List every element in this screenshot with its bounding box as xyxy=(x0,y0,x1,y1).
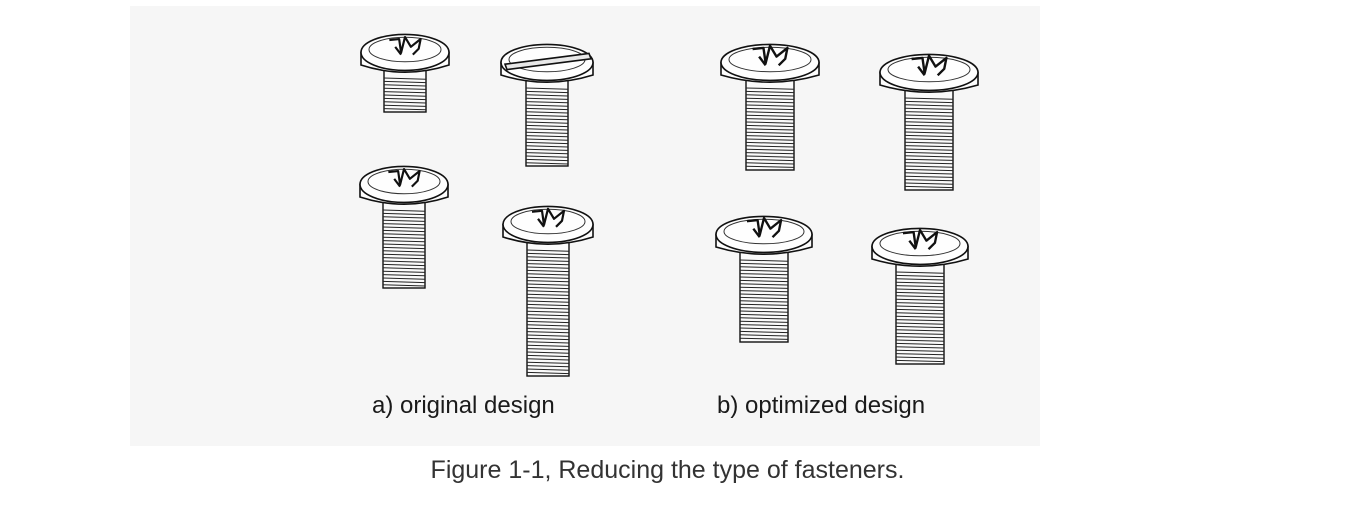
screw-shank xyxy=(895,251,945,365)
screw-thread xyxy=(382,209,426,287)
original-screw-3 xyxy=(359,165,449,289)
optimized-screw-1 xyxy=(720,43,820,171)
screw-head-top xyxy=(360,33,450,72)
screw-thread xyxy=(745,87,795,168)
screw-thread xyxy=(525,87,569,165)
screw-head-top xyxy=(359,165,449,204)
panel-a-label: a) original design xyxy=(372,392,555,419)
optimized-screw-3 xyxy=(715,215,813,343)
original-screw-1 xyxy=(360,33,450,113)
screw-shank xyxy=(526,229,570,377)
screw-thread xyxy=(739,259,789,340)
figure-caption: Figure 1-1, Reducing the type of fastene… xyxy=(430,456,905,484)
straight-slot-icon xyxy=(503,52,593,71)
panel-b-label: b) optimized design xyxy=(717,392,926,419)
optimized-screw-2 xyxy=(879,53,979,191)
screw-head-top xyxy=(720,43,820,82)
screw-thread xyxy=(895,271,945,363)
screw-thread xyxy=(904,97,954,189)
screw-head-top xyxy=(871,227,969,266)
screw-thread xyxy=(383,77,427,111)
original-screw-2 xyxy=(500,43,594,167)
screw-head-top xyxy=(502,205,594,244)
screw-thread xyxy=(526,249,570,375)
screw-shank xyxy=(904,77,954,191)
screw-head-top xyxy=(879,53,979,92)
optimized-screw-4 xyxy=(871,227,969,365)
original-screw-4 xyxy=(502,205,594,377)
screw-head-top xyxy=(715,215,813,254)
